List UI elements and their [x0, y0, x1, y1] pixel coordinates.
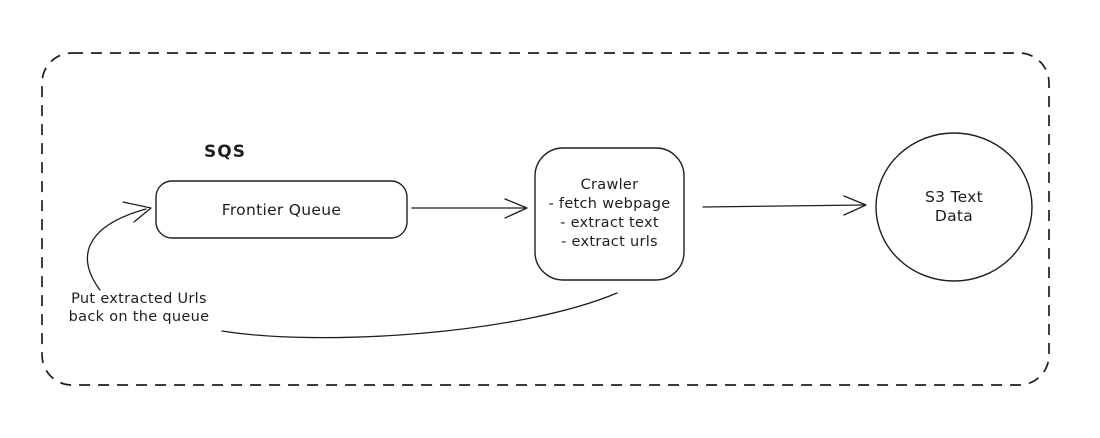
s3-label-line1: S3 Text — [924, 188, 984, 206]
arrow-queue-to-crawler-head — [504, 198, 528, 219]
crawler-node: Crawler - fetch webpage - extract text -… — [535, 148, 684, 280]
feedback-annotation: Put extracted Urls back on the queue — [50, 290, 228, 326]
feedback-annotation-line1: Put extracted Urls — [71, 291, 207, 307]
sqs-caption: SQS — [204, 142, 246, 162]
crawler-title: Crawler — [580, 177, 639, 193]
crawler-item-fetch-webpage: - fetch webpage — [548, 196, 671, 212]
s3-label-line2: Data — [934, 207, 974, 225]
frontier-queue-node: Frontier Queue — [156, 181, 407, 238]
crawler-item-extract-text: - extract text — [560, 215, 659, 231]
arrow-feedback-curve-upper — [86, 208, 147, 291]
s3-node: S3 Text Data — [876, 133, 1032, 281]
arrow-feedback-curve-lower — [221, 292, 618, 339]
frontier-queue-label: Frontier Queue — [221, 200, 342, 219]
feedback-annotation-line2: back on the queue — [68, 309, 210, 325]
arrow-crawler-to-s3-head — [843, 195, 867, 216]
crawler-item-extract-urls: - extract urls — [561, 234, 658, 250]
arrow-crawler-to-s3 — [702, 204, 865, 208]
arrow-feedback-head — [122, 201, 152, 223]
